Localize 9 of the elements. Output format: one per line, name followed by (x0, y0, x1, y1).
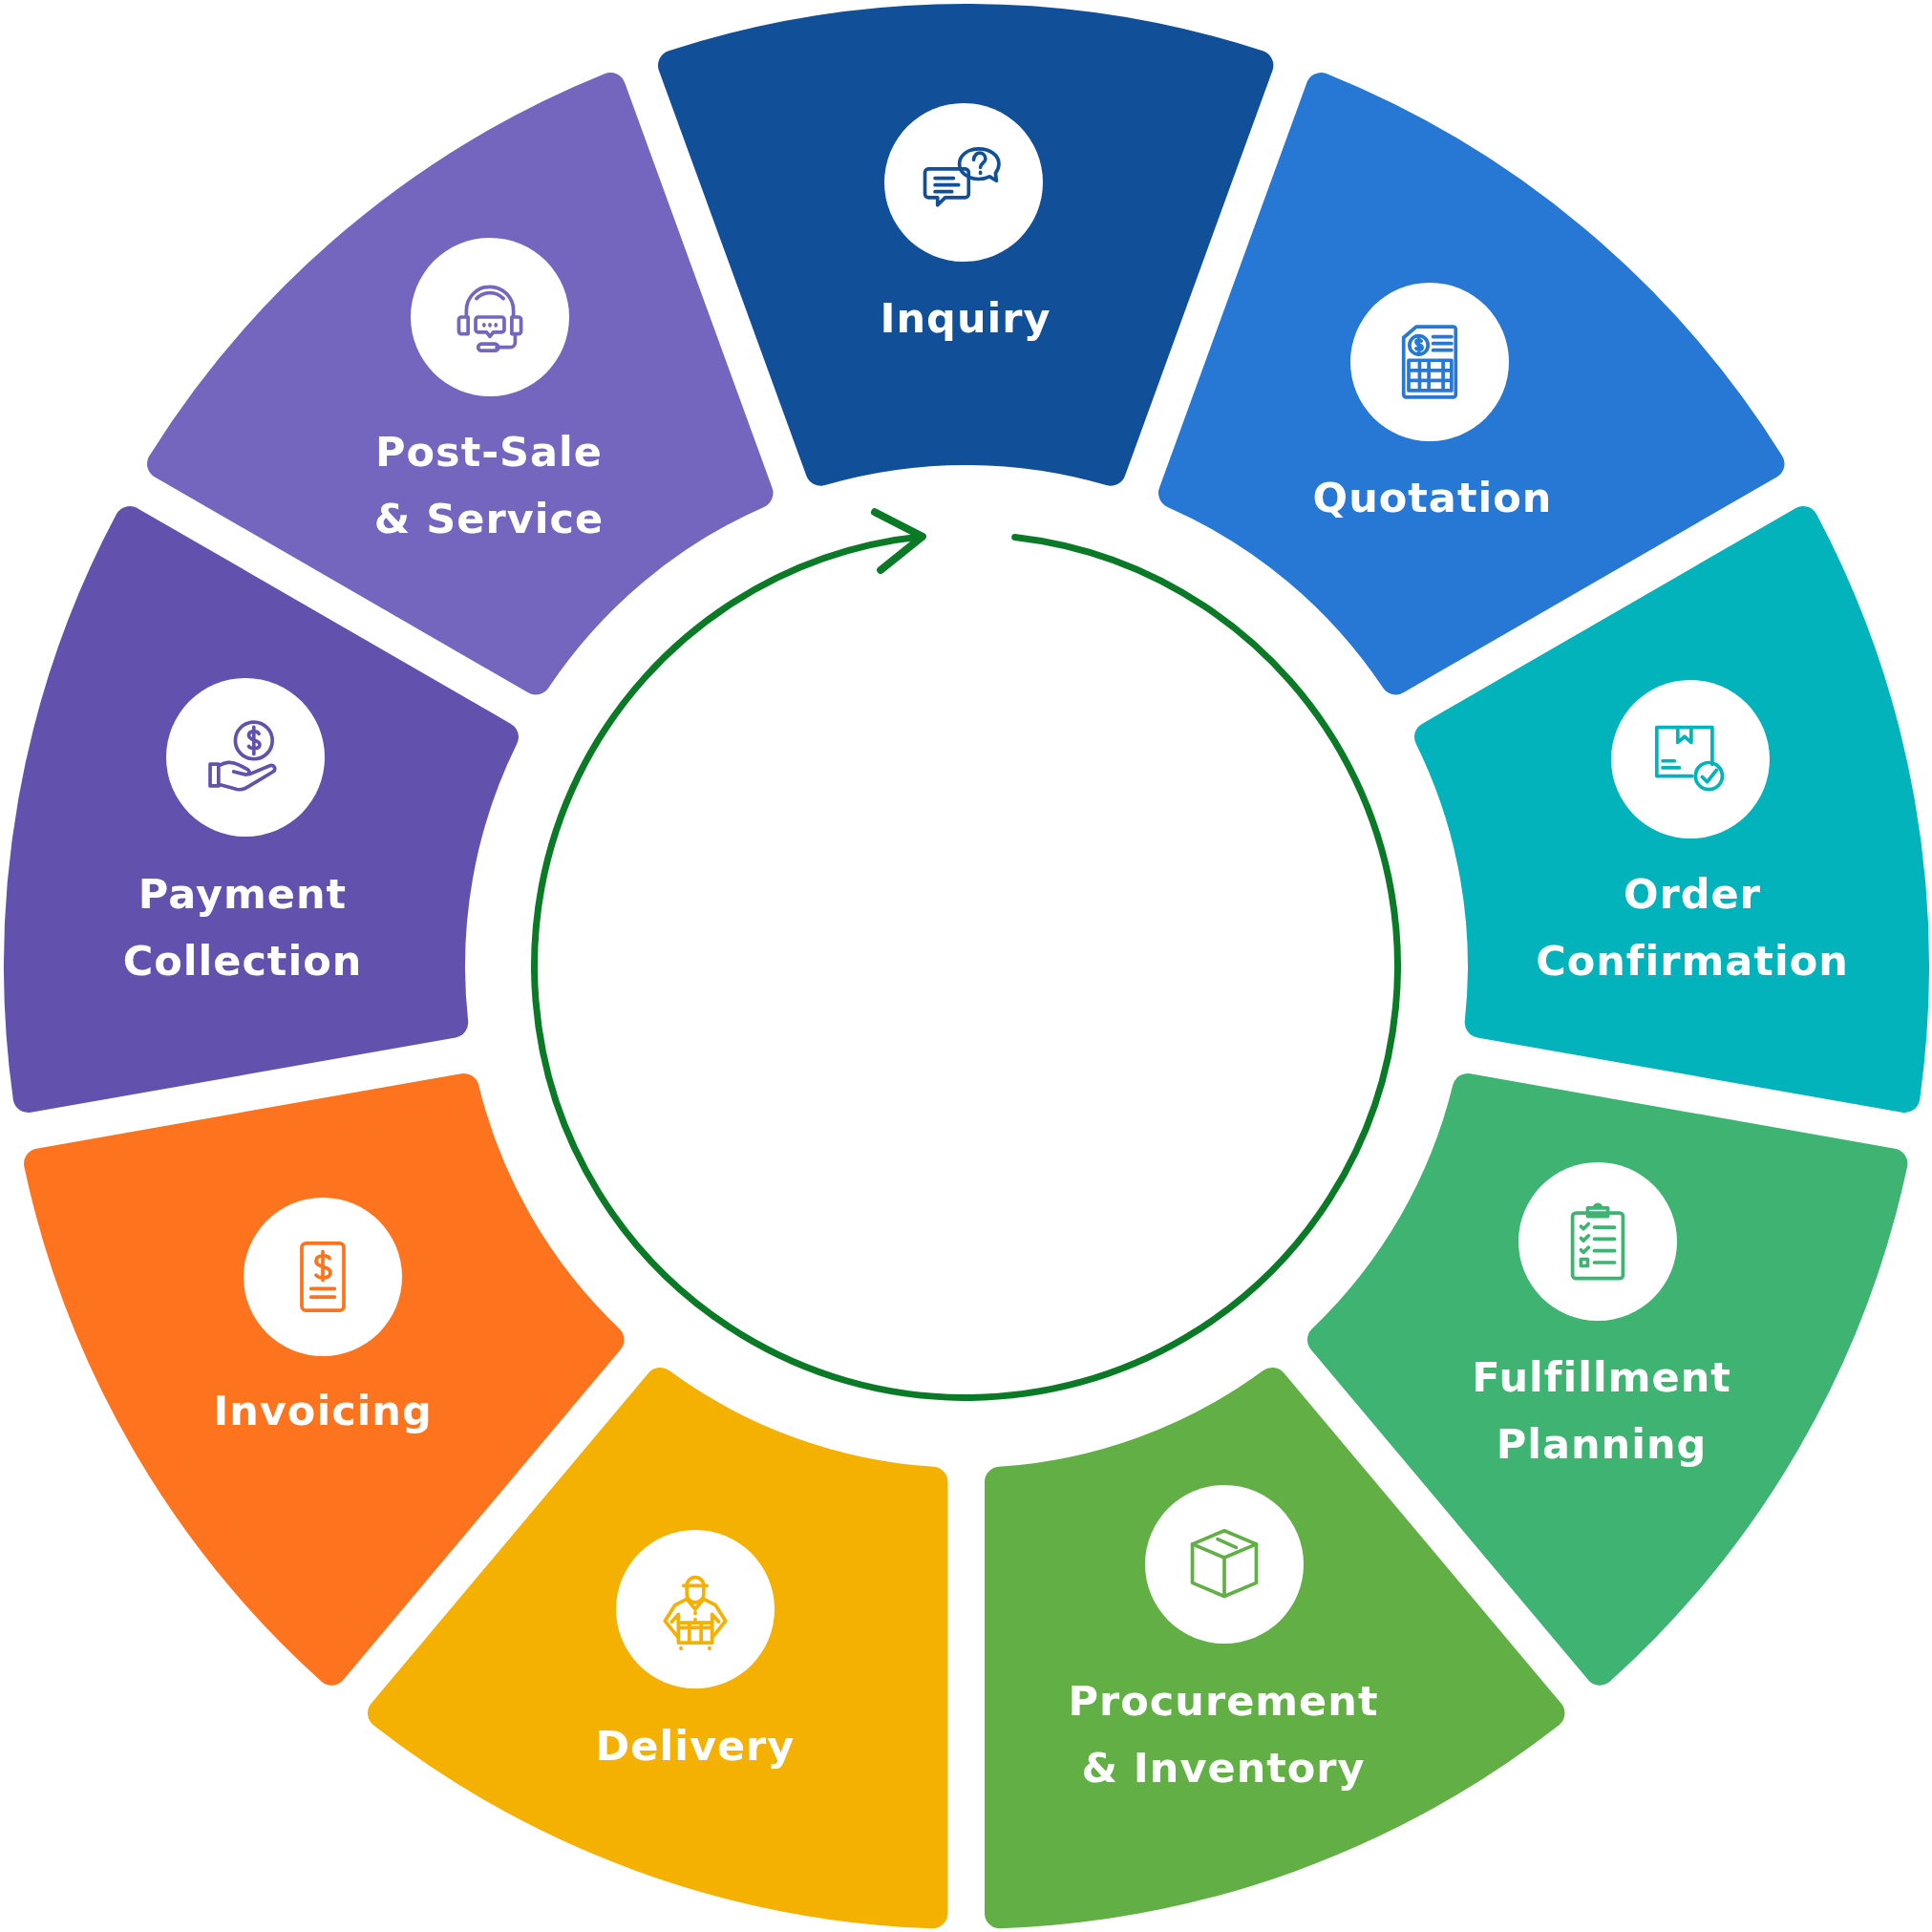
step-label: Quotation (1311, 473, 1554, 523)
step-label: Post-Sale & Service (372, 427, 605, 544)
step-label: Invoicing (212, 1386, 434, 1436)
step-label: Delivery (594, 1721, 796, 1772)
step-label: Order Confirmation (1535, 869, 1850, 987)
step-label: Procurement & Inventory (1067, 1676, 1380, 1794)
step-label: Fulfillment Planning (1471, 1352, 1732, 1470)
step-label: Payment Collection (121, 869, 364, 987)
step-label: Inquiry (879, 293, 1052, 344)
